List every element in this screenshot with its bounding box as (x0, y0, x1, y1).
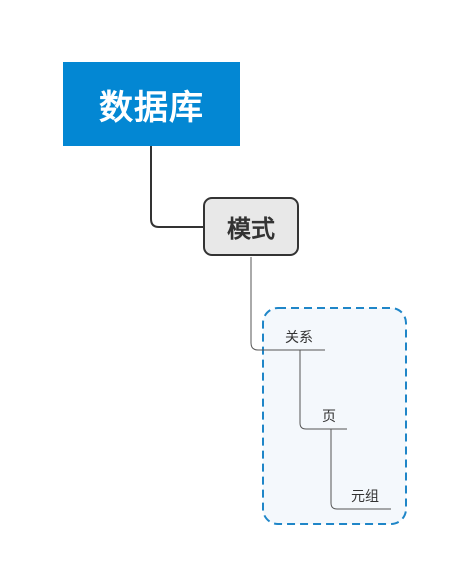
connector-schema-relation (250, 257, 325, 351)
relation-node[interactable]: 关系 (285, 327, 313, 347)
root-node-label: 数据库 (99, 87, 204, 128)
page-node-label: 页 (322, 409, 336, 425)
tuple-node[interactable]: 元组 (351, 486, 379, 506)
tuple-node-label: 元组 (351, 489, 379, 505)
group-boundary (262, 307, 407, 525)
connector-root-schema (150, 146, 203, 228)
schema-node[interactable]: 模式 (203, 197, 299, 256)
connector-relation-page (299, 350, 347, 430)
page-node[interactable]: 页 (322, 406, 336, 426)
schema-node-label: 模式 (227, 215, 275, 243)
root-node[interactable]: 数据库 (63, 62, 240, 146)
connector-page-tuple (330, 429, 391, 510)
relation-node-label: 关系 (285, 330, 313, 346)
